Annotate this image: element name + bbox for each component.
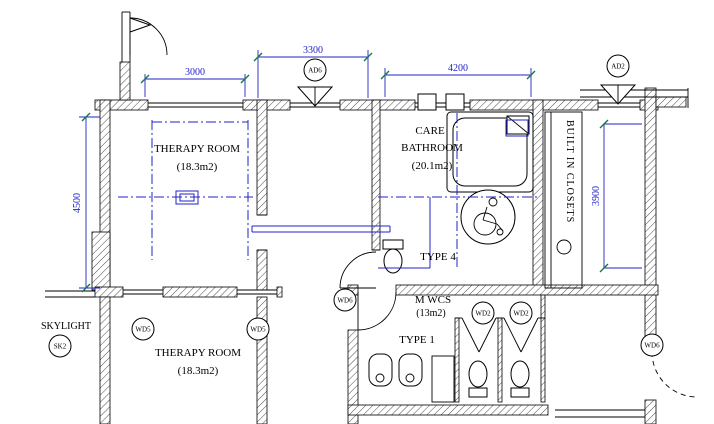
dimension-4500: 4500 — [72, 112, 100, 293]
counter — [431, 355, 455, 403]
tag-wd2-right: WD2 — [509, 301, 533, 325]
tag-label: WD6 — [337, 297, 353, 305]
dim-label-4500: 4500 — [72, 193, 83, 213]
built-in-closet — [544, 111, 583, 289]
fixture-label-type4: TYPE 4 — [420, 251, 456, 263]
door-symbol — [129, 17, 152, 33]
tag-label: AD2 — [611, 63, 625, 71]
room-area-mwcs: (13m2) — [416, 308, 445, 319]
tag-ad2: AD2 — [606, 54, 630, 78]
door-swing-arc-dashed — [651, 351, 698, 398]
room-area-therapy-upper: (18.3m2) — [177, 161, 218, 173]
stall-door-leaf — [478, 317, 497, 353]
tag-wd5-right: WD5 — [246, 317, 270, 341]
ceiling-track-therapy — [118, 120, 253, 260]
dim-label-4200: 4200 — [448, 63, 468, 74]
tag-label: WD5 — [250, 326, 266, 334]
fixture-label-type1: TYPE 1 — [399, 334, 435, 346]
window-lines — [45, 11, 689, 418]
dimension-3300: 3300 — [253, 45, 373, 98]
stall-door-leaf — [520, 317, 539, 353]
room-label-therapy-upper: THERAPY ROOM — [154, 143, 240, 155]
dimension-3900: 3900 — [591, 119, 642, 273]
roof-window-symbol — [445, 93, 465, 111]
wheelchair-symbol — [460, 189, 516, 245]
room-labels: THERAPY ROOM (18.3m2) CARE BATHROOM (20.… — [41, 120, 575, 377]
doors — [129, 17, 698, 398]
room-area-bathroom: (20.1m2) — [412, 160, 453, 172]
tag-wd6-right: WD6 — [640, 333, 664, 357]
room-label-therapy-lower: THERAPY ROOM — [155, 347, 241, 359]
tag-wd5-left: WD5 — [131, 317, 155, 341]
toilet-type4 — [382, 239, 404, 274]
door-swing-arc — [129, 17, 168, 56]
roof-window-symbol — [417, 93, 437, 111]
tag-label: WD6 — [644, 342, 660, 350]
shower-symbol — [505, 119, 529, 137]
walls — [91, 61, 687, 424]
tag-label: SK2 — [54, 343, 67, 351]
lift-unit-inner — [179, 193, 195, 202]
stall-door-leaf — [461, 317, 480, 353]
dim-label-3900: 3900 — [591, 186, 602, 206]
room-label-bathroom: BATHROOM — [401, 142, 463, 154]
tag-wd6-mid: WD6 — [333, 288, 357, 312]
tag-label: WD2 — [513, 310, 529, 318]
tag-label: WD2 — [475, 310, 491, 318]
stall-door-leaf — [503, 317, 522, 353]
room-label-mwcs: M WCS — [415, 294, 451, 306]
bathtub — [446, 111, 534, 193]
label-skylight: SKYLIGHT — [41, 321, 91, 332]
door-swing-arc — [339, 251, 377, 289]
tag-ad6: AD6 — [303, 58, 327, 82]
window-symbol-ad6 — [296, 86, 334, 107]
lift-unit — [175, 190, 199, 205]
wash-basins — [368, 353, 455, 403]
label-built-in-closets: BUILT IN CLOSETS — [564, 120, 575, 223]
dim-label-3000: 3000 — [185, 67, 205, 78]
tag-wd2-left: WD2 — [471, 301, 495, 325]
dimension-3000: 3000 — [140, 67, 250, 97]
ceiling-track-corridor — [251, 225, 391, 233]
tag-label: AD6 — [308, 67, 322, 75]
window-symbol-ad2 — [599, 84, 637, 105]
tag-sk2: SK2 — [48, 334, 72, 358]
bathroom-centrelines — [378, 113, 540, 269]
dimension-4200: 4200 — [380, 63, 536, 97]
room-area-therapy-lower: (18.3m2) — [178, 365, 219, 377]
door-swing-arc — [357, 291, 397, 331]
stall-toilets — [468, 360, 530, 398]
closet-rod-symbol — [556, 239, 572, 255]
dim-label-3300: 3300 — [303, 45, 323, 56]
room-label-care: CARE — [415, 125, 445, 137]
tag-label: WD5 — [135, 326, 151, 334]
